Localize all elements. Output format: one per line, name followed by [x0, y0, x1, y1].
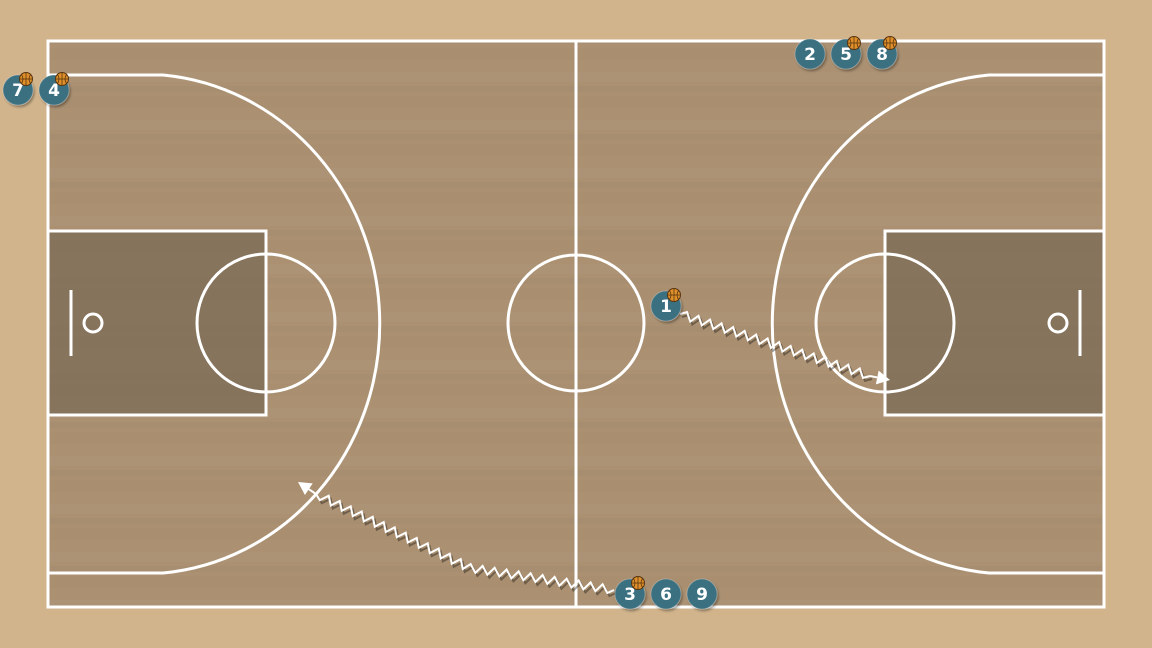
player-number: 9 — [696, 585, 708, 605]
player-circle — [794, 38, 826, 70]
basketball-icon — [667, 288, 681, 302]
right-key — [883, 229, 1106, 417]
dribble-path-tail — [869, 375, 878, 379]
player-number: 6 — [660, 585, 672, 605]
player-token-2[interactable]: 2 — [794, 38, 826, 70]
player-circle — [650, 578, 682, 610]
player-token-3[interactable]: 3 — [614, 576, 646, 610]
basketball-icon — [55, 72, 69, 86]
player-token-1[interactable]: 1 — [650, 288, 682, 322]
left-key — [46, 229, 268, 417]
dribble-path-line — [315, 493, 615, 595]
dribble-path-1 — [679, 310, 890, 385]
player-token-8[interactable]: 8 — [866, 36, 898, 70]
player-number: 3 — [624, 585, 636, 605]
right-paint — [885, 231, 1104, 415]
player-token-4[interactable]: 4 — [38, 72, 70, 106]
player-token-5[interactable]: 5 — [830, 36, 862, 70]
right-hoop — [1047, 312, 1069, 334]
dribble-path-3 — [298, 482, 617, 598]
dribble-path-tail — [308, 488, 317, 495]
player-number: 8 — [876, 45, 888, 65]
basketball-icon — [847, 36, 861, 50]
right-three-point-line — [770, 73, 1104, 575]
basketball-icon — [883, 36, 897, 50]
left-free-throw-circle — [195, 252, 337, 394]
right-free-throw-circle — [814, 252, 956, 394]
left-hoop — [82, 312, 104, 334]
player-token-6[interactable]: 6 — [650, 578, 682, 610]
left-paint — [48, 231, 266, 415]
player-number: 5 — [840, 45, 852, 65]
player-number: 4 — [48, 81, 60, 101]
player-number: 1 — [660, 297, 672, 317]
left-three-point-line — [48, 73, 382, 575]
basketball-icon — [19, 72, 33, 86]
dribble-path-line — [679, 310, 871, 380]
basketball-icon — [631, 576, 645, 590]
player-token-9[interactable]: 9 — [686, 578, 718, 610]
arrow-head-icon — [875, 370, 890, 385]
player-number: 2 — [804, 45, 816, 65]
player-number: 7 — [12, 81, 24, 101]
player-circle — [686, 578, 718, 610]
center-circle — [506, 253, 646, 393]
arrow-head-icon — [298, 482, 313, 496]
player-token-7[interactable]: 7 — [2, 72, 34, 106]
